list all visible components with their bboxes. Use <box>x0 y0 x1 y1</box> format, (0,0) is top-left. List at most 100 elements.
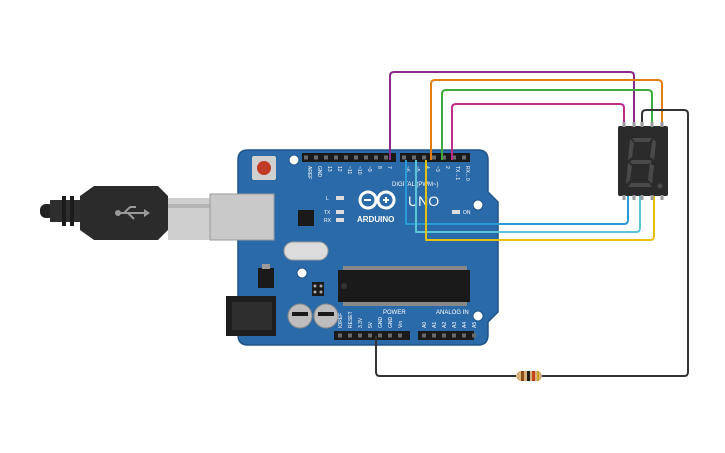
header-hole[interactable] <box>452 155 456 160</box>
header-hole[interactable] <box>472 333 476 338</box>
display-pin[interactable] <box>650 122 654 127</box>
header-hole[interactable] <box>388 333 392 338</box>
header-hole[interactable] <box>314 155 318 160</box>
wire-purple[interactable] <box>389 71 635 160</box>
header-hole[interactable] <box>452 333 456 338</box>
header-hole[interactable] <box>338 333 342 338</box>
analog-pin-label: A1 <box>432 322 438 328</box>
header-hole[interactable] <box>354 155 358 160</box>
wire-orange[interactable] <box>430 79 663 160</box>
resistor[interactable] <box>516 371 542 381</box>
wire-magenta[interactable] <box>451 103 625 160</box>
atmega-chip-pins-top <box>343 266 467 270</box>
display-pin[interactable] <box>660 195 664 200</box>
header-hole[interactable] <box>422 333 426 338</box>
header-hole[interactable] <box>432 155 436 160</box>
analog-pin-label: A5 <box>472 322 478 328</box>
header-hole[interactable] <box>364 155 368 160</box>
usb-jack <box>209 193 275 241</box>
digital-header-left <box>302 153 396 162</box>
voltage-regulator <box>258 268 274 288</box>
display-pin[interactable] <box>640 195 644 200</box>
reset-button[interactable] <box>257 161 271 175</box>
resistor-band <box>532 371 535 381</box>
icsp-header <box>312 282 324 296</box>
header-hole[interactable] <box>462 333 466 338</box>
digital-pin-label: 8 <box>376 166 382 169</box>
power-pin-label: Vin <box>398 321 404 328</box>
display-pin[interactable] <box>640 122 644 127</box>
chip-notch <box>341 283 347 289</box>
header-hole[interactable] <box>348 333 352 338</box>
header-hole[interactable] <box>462 155 466 160</box>
led-tx-label: TX <box>324 210 331 216</box>
display-pin[interactable] <box>622 195 626 200</box>
digital-pin-label: 7 <box>386 166 392 169</box>
usb-plug-metal-shade <box>168 204 212 208</box>
header-hole[interactable] <box>304 155 308 160</box>
wire-cyan[interactable] <box>415 160 641 233</box>
led-on-label: ON <box>463 210 471 216</box>
digital-pin-label: 12 <box>336 166 342 172</box>
atmega-chip-pins-bottom <box>343 302 467 306</box>
led-tx <box>336 210 344 214</box>
seven-segment-display[interactable] <box>618 122 668 200</box>
usb-cable-ridge <box>62 196 66 226</box>
mounting-hole <box>296 267 308 279</box>
header-hole[interactable] <box>398 333 402 338</box>
usb-cable[interactable] <box>40 186 212 240</box>
analog-pin-label: A0 <box>422 322 428 328</box>
digital-pin-label: 13 <box>326 166 332 172</box>
atmega-chip <box>338 270 470 302</box>
header-hole[interactable] <box>374 155 378 160</box>
led-l <box>336 196 344 200</box>
bottom-header-holes <box>338 333 476 338</box>
led-rx-label: RX <box>324 218 332 224</box>
power-pin-label: GND <box>388 317 394 329</box>
header-hole[interactable] <box>442 155 446 160</box>
header-hole[interactable] <box>432 333 436 338</box>
digital-header-holes <box>304 155 466 160</box>
wire-green[interactable] <box>441 89 653 160</box>
resistor-band <box>527 371 530 381</box>
header-hole[interactable] <box>368 333 372 338</box>
header-hole[interactable] <box>384 155 388 160</box>
display-segments <box>626 138 663 189</box>
header-hole[interactable] <box>324 155 328 160</box>
header-hole[interactable] <box>422 155 426 160</box>
wire-gnd-display[interactable] <box>540 109 689 377</box>
display-pins <box>622 122 664 200</box>
display-pin[interactable] <box>632 122 636 127</box>
digital-pin-label: TX→1 <box>454 166 460 180</box>
led-rx <box>336 218 344 222</box>
digital-pin-label: GND <box>316 166 322 178</box>
wires <box>375 71 689 377</box>
digital-pin-label: ~10 <box>356 166 362 175</box>
wire-blue[interactable] <box>405 160 629 225</box>
analog-label: ANALOG IN <box>436 310 469 316</box>
usb-chip <box>298 210 314 226</box>
led-l-label: L <box>326 196 329 202</box>
display-pin[interactable] <box>622 122 626 127</box>
header-hole[interactable] <box>378 333 382 338</box>
wire-yellow[interactable] <box>425 160 655 241</box>
display-pin[interactable] <box>650 195 654 200</box>
display-pin[interactable] <box>632 195 636 200</box>
header-hole[interactable] <box>442 333 446 338</box>
power-pin-label: IOREF <box>338 313 344 328</box>
wire-gnd-board[interactable] <box>375 336 516 377</box>
header-hole[interactable] <box>358 333 362 338</box>
display-pin[interactable] <box>660 122 664 127</box>
resistor-band <box>537 371 539 381</box>
header-hole[interactable] <box>344 155 348 160</box>
header-hole[interactable] <box>402 155 406 160</box>
power-pin-label: 3.3V <box>358 317 364 328</box>
header-hole[interactable] <box>334 155 338 160</box>
digital-pin-label: RX←0 <box>464 166 470 181</box>
header-hole[interactable] <box>412 155 416 160</box>
mounting-hole <box>472 310 484 322</box>
power-pin-label: 5V <box>368 321 374 328</box>
